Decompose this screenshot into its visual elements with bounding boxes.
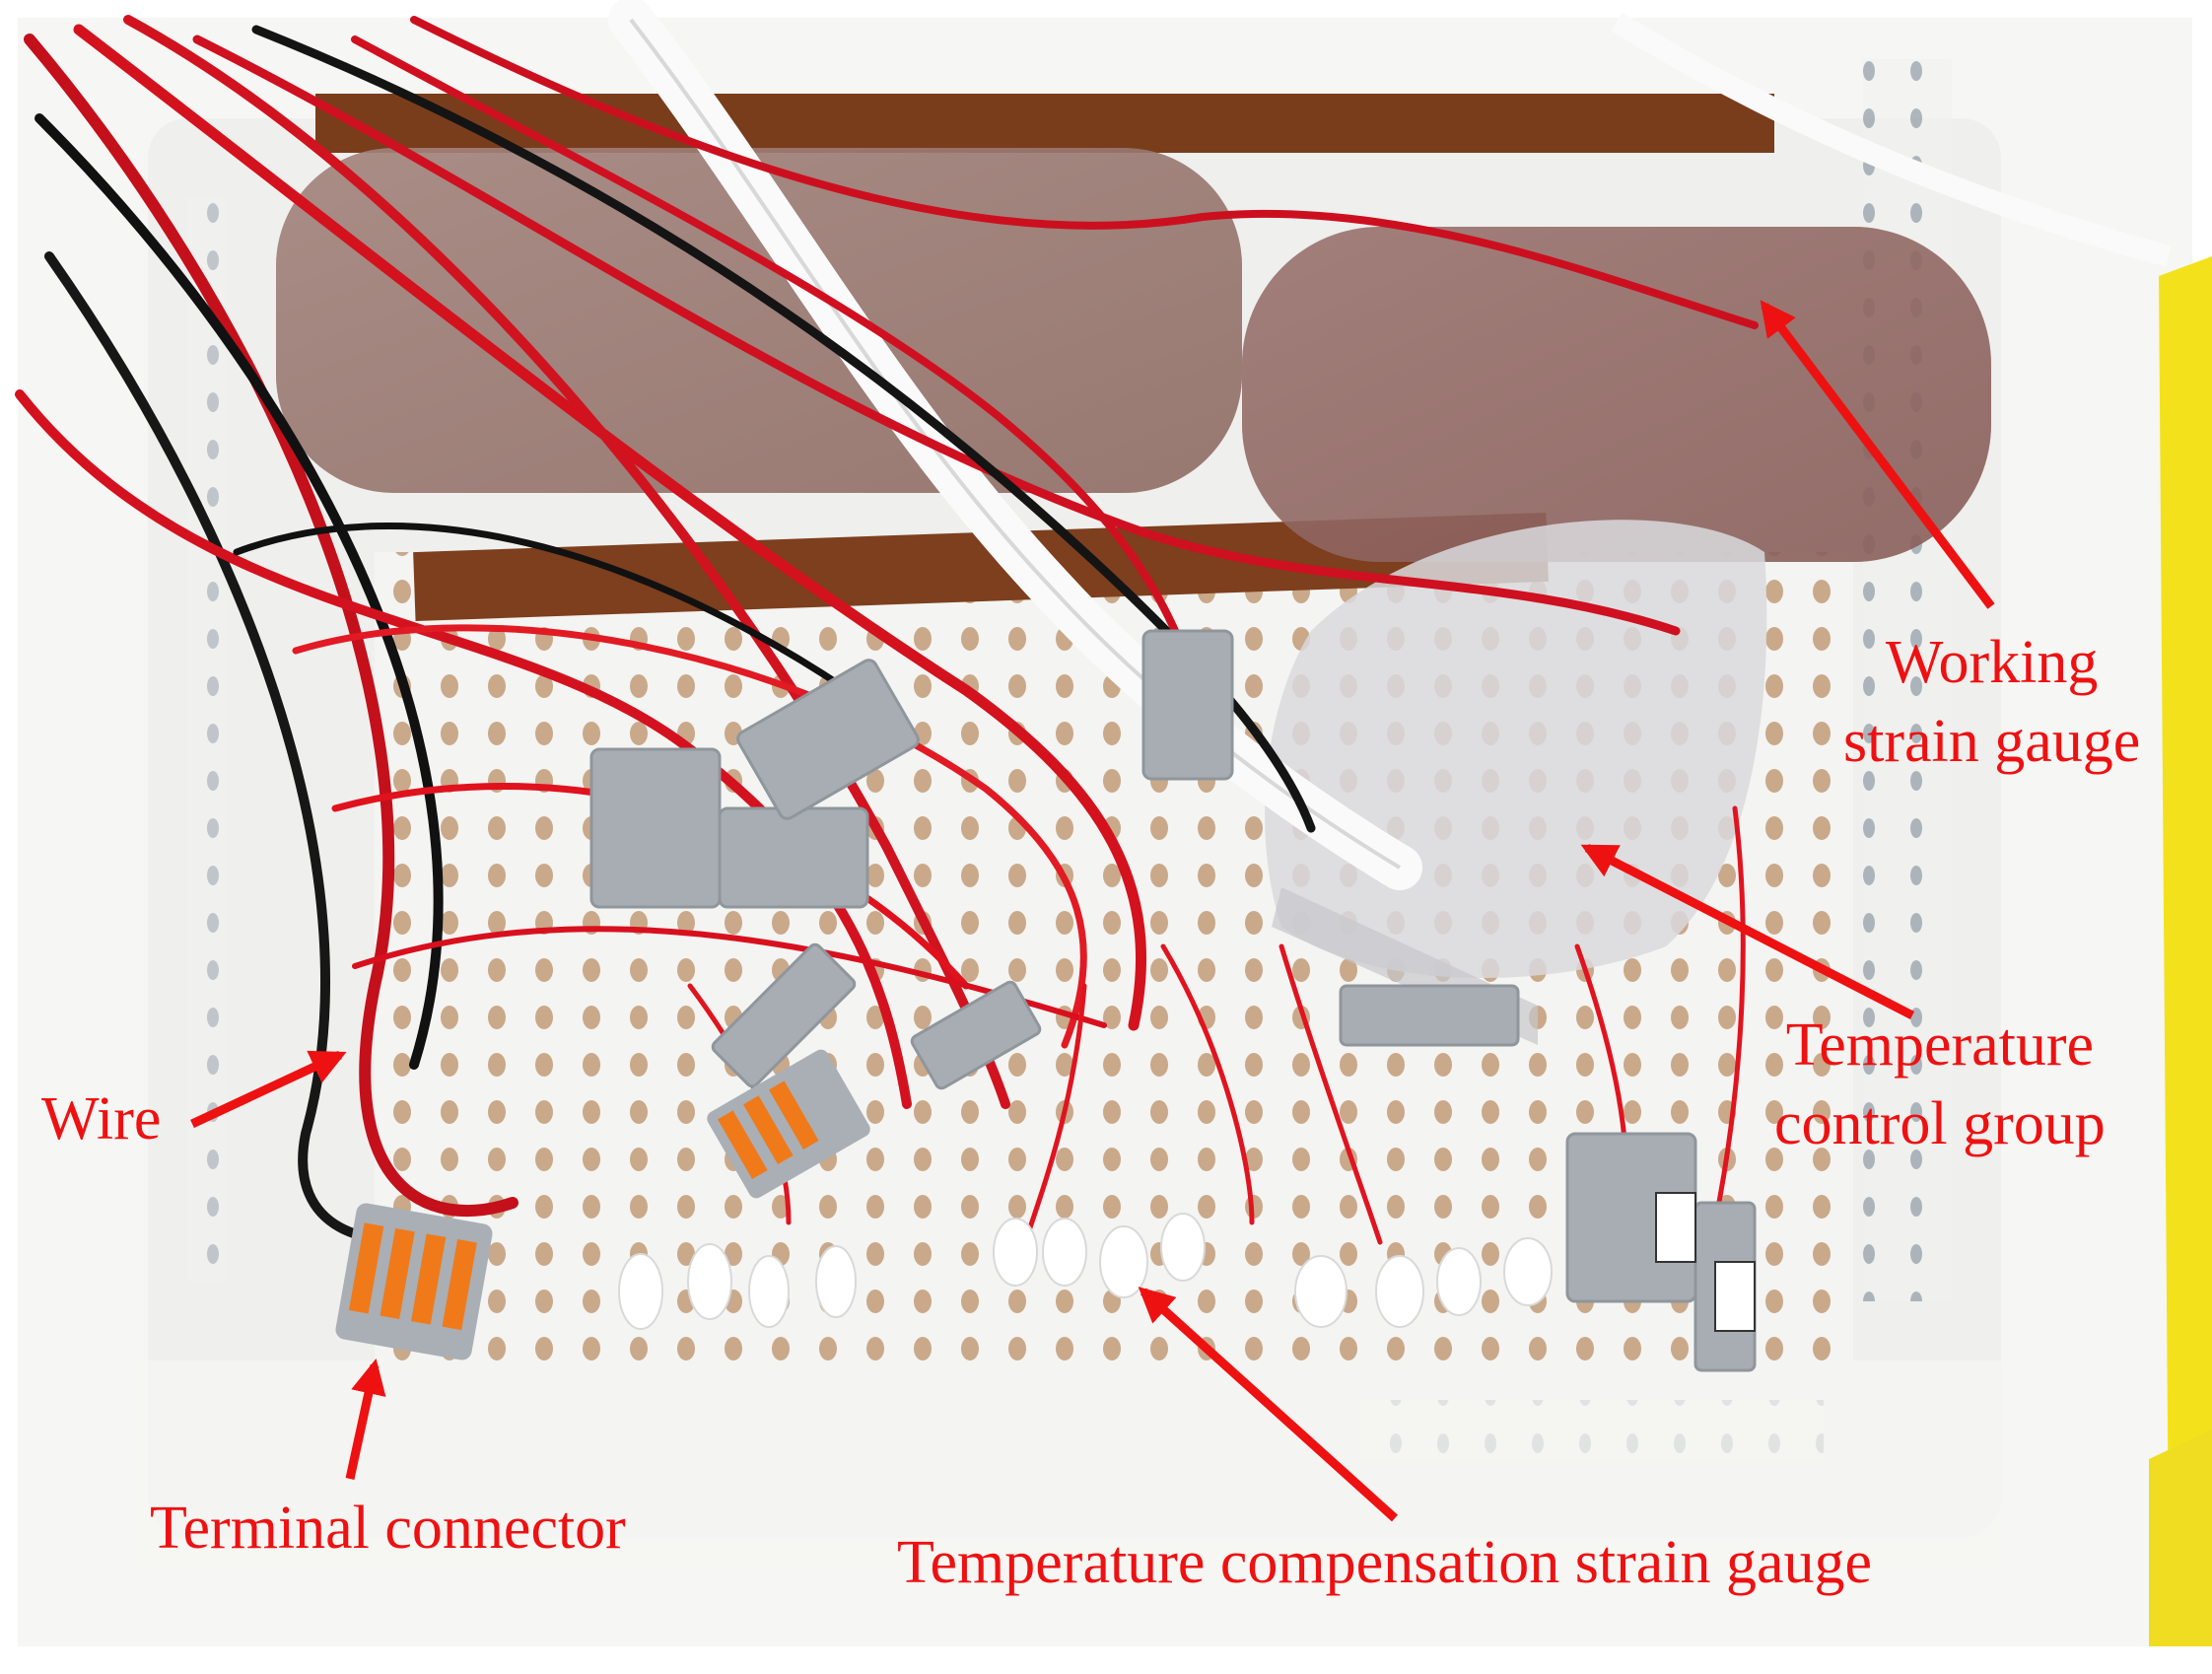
wire-bundle	[15, 15, 1759, 1245]
label-working-line1: Working	[1885, 629, 2099, 696]
label-terminal-connector: Terminal connector	[150, 1495, 626, 1562]
label-temperature-control-group: Temperature control group	[1774, 1006, 2106, 1163]
label-temperature-compensation-strain-gauge: Temperature compensation strain gauge	[897, 1529, 1873, 1596]
wooden-board-top	[315, 94, 1774, 153]
compensation-gauges	[618, 1213, 1553, 1330]
label-tcg-line2: control group	[1774, 1090, 2106, 1157]
arrow-terminal	[345, 1358, 386, 1480]
label-tcg-line1: Temperature	[1785, 1011, 2095, 1079]
arrow-temp-control	[1580, 843, 1915, 1020]
arrow-wire	[190, 1050, 347, 1129]
label-working-strain-gauge: Working strain gauge	[1843, 623, 2140, 781]
wooden-board-bottom	[413, 512, 1549, 622]
basket-side-holes-left	[187, 197, 227, 1282]
arrow-compensation	[1138, 1287, 1399, 1522]
basket-front-wall	[138, 1360, 2011, 1568]
terminal-connector-block	[335, 1203, 493, 1360]
label-wire: Wire	[41, 1085, 162, 1152]
label-working-line2: strain gauge	[1843, 708, 2141, 775]
arrow-working-gauge	[1760, 300, 1995, 609]
yellow-tape	[2159, 256, 2212, 1558]
annotation-arrows	[190, 300, 1995, 1522]
gray-connectors	[589, 629, 1757, 1372]
